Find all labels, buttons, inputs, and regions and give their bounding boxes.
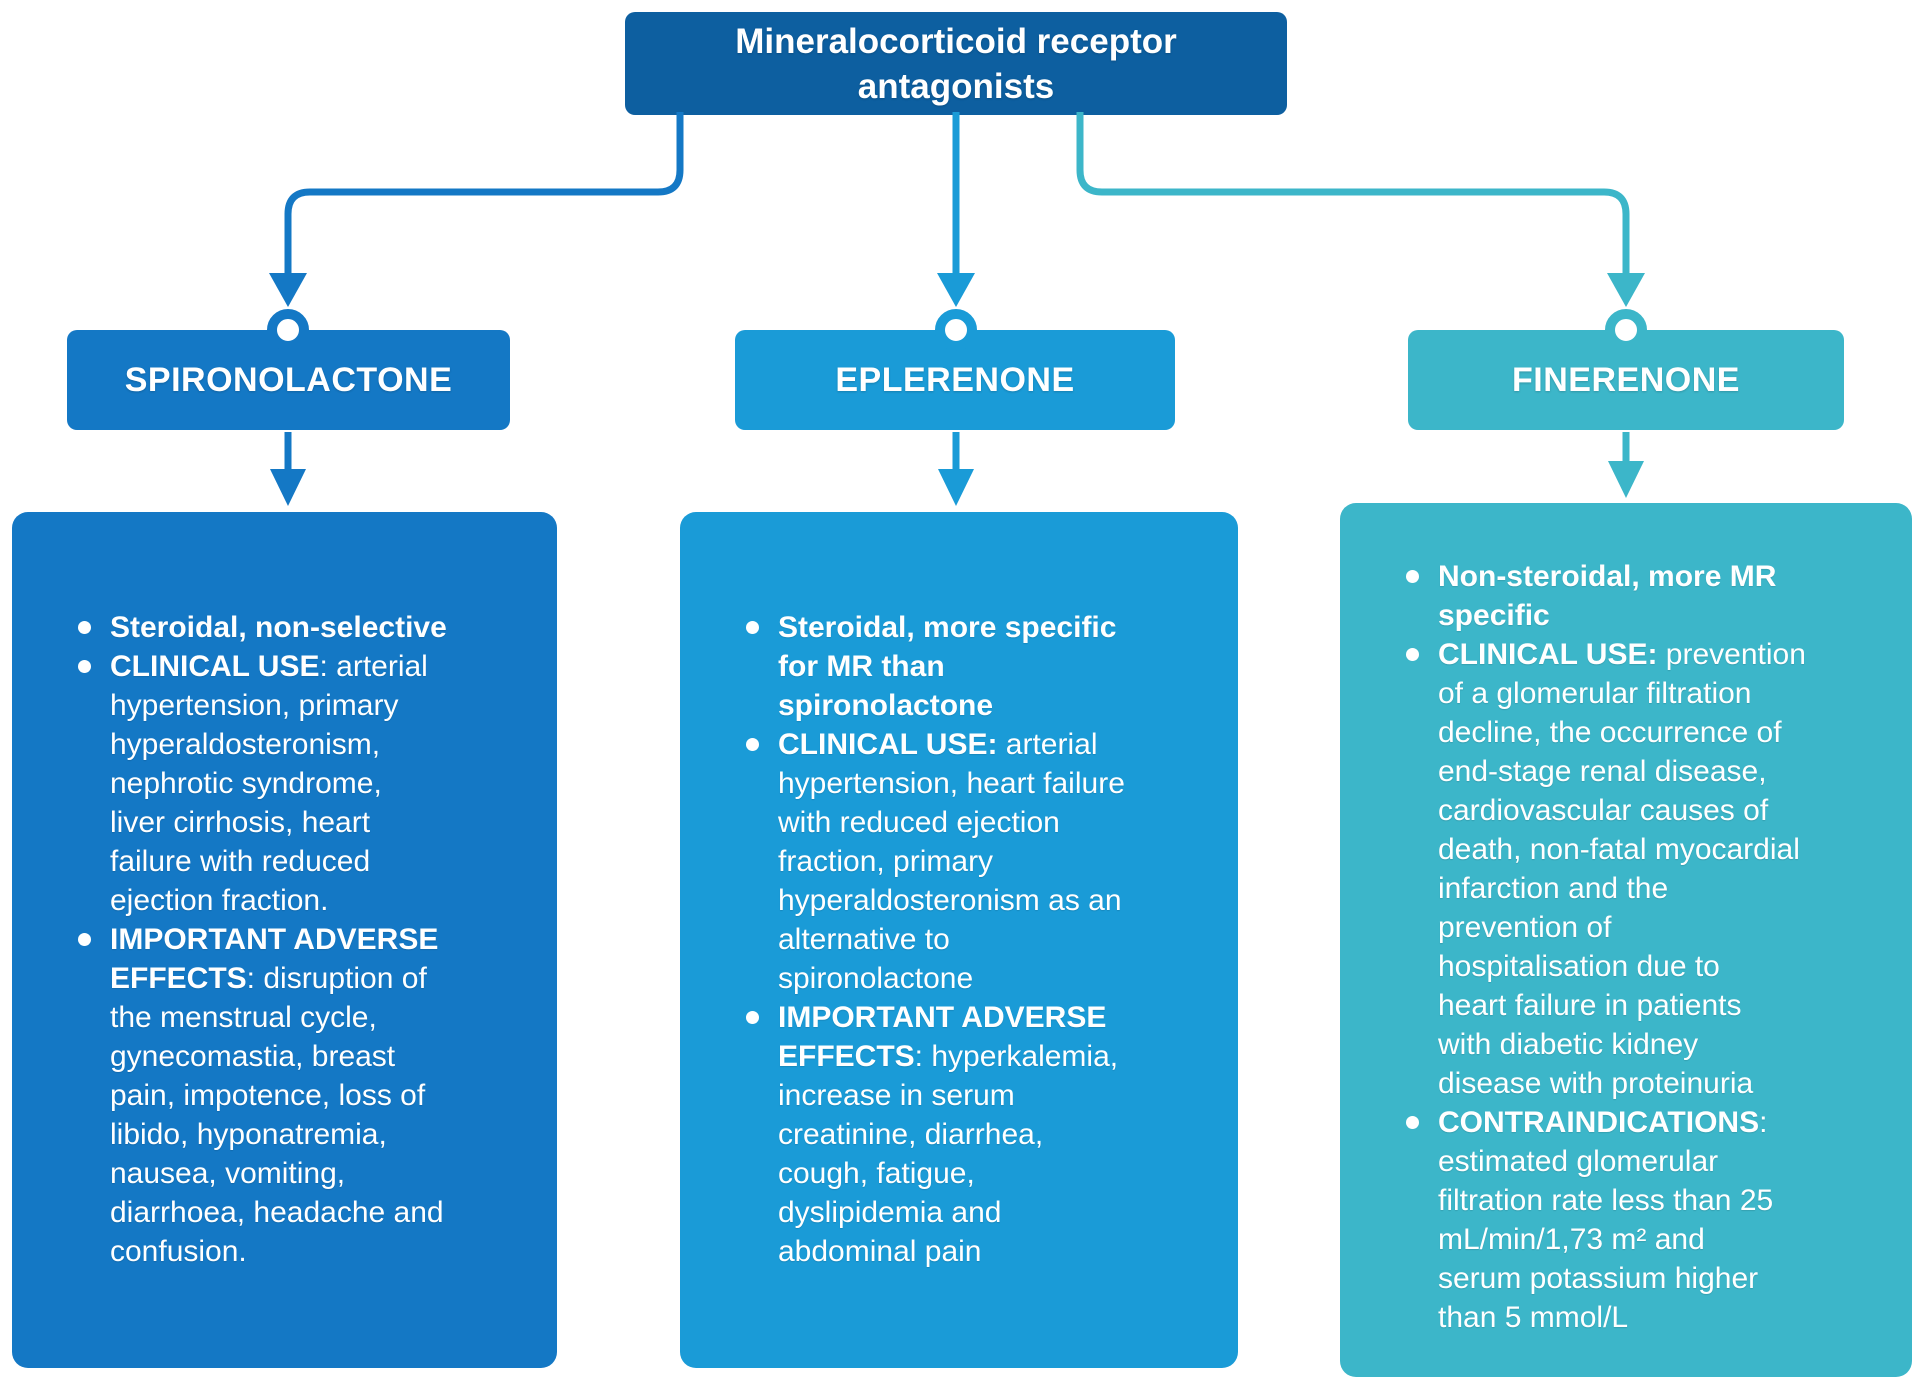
list-item: IMPORTANT ADVERSE EFFECTS: disruption of… — [78, 920, 521, 1271]
list-item: CLINICAL USE: prevention of a glomerular… — [1406, 635, 1886, 1103]
list-item: Steroidal, more specific for MR than spi… — [746, 608, 1208, 725]
bullet-text: arterial hypertension, heart failure wit… — [778, 728, 1125, 995]
bullet-text-bold: Steroidal, more specific for MR than spi… — [778, 611, 1117, 722]
arrow-down-icon — [270, 469, 306, 506]
arrow-down-icon — [1607, 273, 1645, 307]
bullet-text-bold: IMPORTANT ADVERSE EFFECTS — [778, 1001, 1107, 1073]
connector-line — [284, 112, 684, 274]
node-finerenone: FINERENONE — [1408, 330, 1844, 430]
list-item: CLINICAL USE: arterial hypertension, pri… — [78, 647, 521, 920]
bullet-text: : arterial hypertension, primary hyperal… — [110, 650, 428, 917]
node-spironolactone: SPIRONOLACTONE — [67, 330, 510, 430]
connector-eplerenone — [935, 112, 977, 506]
bullet-text: : estimated glomerular filtration rate l… — [1438, 1106, 1774, 1334]
bullet-text: prevention of a glomerular filtration de… — [1438, 638, 1806, 1100]
connector-spironolactone — [267, 112, 684, 506]
list-item: IMPORTANT ADVERSE EFFECTS: hyperkalemia,… — [746, 998, 1208, 1271]
bullet-text: : disruption of the menstrual cycle, gyn… — [110, 962, 444, 1268]
bullet-text-bold: CLINICAL USE: — [778, 728, 998, 761]
list-item: CLINICAL USE: arterial hypertension, hea… — [746, 725, 1208, 998]
bullet-text-bold: Steroidal, non-selective — [110, 611, 447, 644]
bullet-text-bold: Non-steroidal, more MR specific — [1438, 560, 1777, 632]
connector-line — [1076, 112, 1630, 274]
arrow-down-icon — [269, 273, 307, 307]
arrow-down-icon — [1608, 461, 1644, 498]
bullet-text-bold: IMPORTANT ADVERSE EFFECTS — [110, 923, 439, 995]
list-item: Non-steroidal, more MR specific — [1406, 557, 1886, 635]
bullet-list: Steroidal, more specific for MR than spi… — [746, 608, 1208, 1271]
bullet-text: : hyperkalemia, increase in serum creati… — [778, 1040, 1119, 1268]
arrow-down-icon — [937, 273, 975, 307]
eplerenone-details: Steroidal, more specific for MR than spi… — [680, 512, 1238, 1368]
arrow-down-icon — [938, 469, 974, 506]
list-item: Steroidal, non-selective — [78, 608, 521, 647]
bullet-text-bold: CLINICAL USE — [110, 650, 320, 683]
bullet-text-bold: CLINICAL USE: — [1438, 638, 1658, 671]
list-item: CONTRAINDICATIONS: estimated glomerular … — [1406, 1103, 1886, 1337]
root-node-title: Mineralocorticoid receptor antagonists — [625, 12, 1287, 115]
bullet-text-bold: CONTRAINDICATIONS — [1438, 1106, 1760, 1139]
connector-finerenone — [1076, 112, 1647, 498]
node-eplerenone: EPLERENONE — [735, 330, 1175, 430]
